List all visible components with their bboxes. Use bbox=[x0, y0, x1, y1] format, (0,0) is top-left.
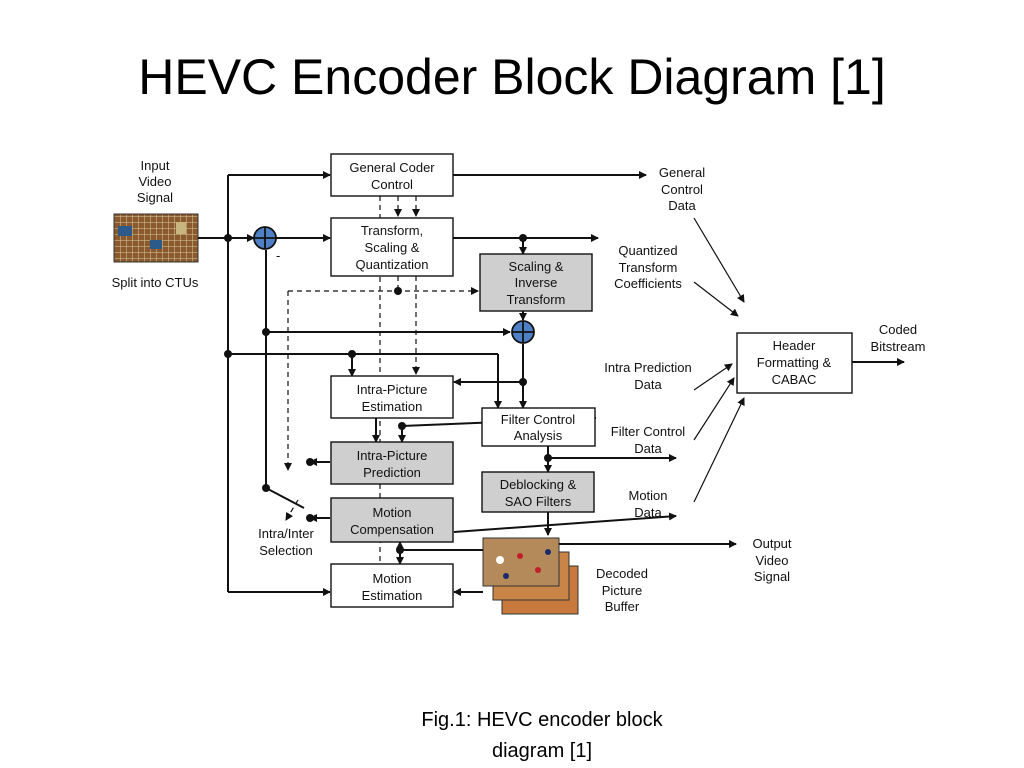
slide-title: HEVC Encoder Block Diagram [1] bbox=[138, 49, 886, 105]
label-intra-inter-selection: Intra/Inter Selection bbox=[258, 526, 314, 558]
signal-lines bbox=[198, 171, 905, 596]
svg-text:Buffer: Buffer bbox=[605, 599, 640, 614]
svg-text:Header: Header bbox=[773, 338, 816, 353]
svg-text:General: General bbox=[659, 165, 705, 180]
block-motion-estimation: Motion Estimation bbox=[330, 563, 454, 608]
junction-dots bbox=[224, 234, 552, 554]
svg-text:Signal: Signal bbox=[754, 569, 790, 584]
svg-text:Data: Data bbox=[634, 441, 662, 456]
svg-text:Intra Prediction: Intra Prediction bbox=[604, 360, 691, 375]
label-split-into-ctus: Split into CTUs bbox=[112, 275, 199, 290]
svg-text:Intra-Picture: Intra-Picture bbox=[357, 448, 428, 463]
input-video-picture bbox=[113, 213, 199, 263]
svg-text:Coded: Coded bbox=[879, 322, 917, 337]
svg-text:Input: Input bbox=[141, 158, 170, 173]
svg-text:SAO Filters: SAO Filters bbox=[505, 494, 572, 509]
block-filter-control-analysis: Filter Control Analysis bbox=[481, 407, 596, 447]
svg-text:Bitstream: Bitstream bbox=[871, 339, 926, 354]
svg-text:Deblocking &: Deblocking & bbox=[500, 477, 577, 492]
svg-text:Inverse: Inverse bbox=[515, 275, 558, 290]
svg-text:Scaling &: Scaling & bbox=[365, 240, 420, 255]
svg-text:General Coder: General Coder bbox=[349, 160, 435, 175]
svg-text:Quantized: Quantized bbox=[618, 243, 677, 258]
label-input-video-signal: Input Video Signal bbox=[137, 158, 173, 205]
svg-text:Compensation: Compensation bbox=[350, 522, 434, 537]
svg-text:Prediction: Prediction bbox=[363, 465, 421, 480]
label-motion-data: Motion Data bbox=[628, 488, 667, 520]
block-motion-compensation: Motion Compensation bbox=[330, 497, 454, 543]
block-intra-picture-estimation: Intra-Picture Estimation bbox=[330, 375, 454, 419]
summation-node-reconstruction bbox=[511, 320, 535, 344]
block-transform-scaling-quantization: Transform, Scaling & Quantization bbox=[330, 217, 454, 277]
figure-caption: Fig.1: HEVC encoder block diagram [1] bbox=[362, 705, 722, 767]
svg-text:Transform: Transform bbox=[507, 292, 566, 307]
svg-text:Formatting &: Formatting & bbox=[757, 355, 832, 370]
block-header-formatting-cabac: Header Formatting & CABAC bbox=[736, 332, 853, 394]
label-decoded-picture-buffer: Decoded Picture Buffer bbox=[596, 566, 648, 614]
svg-text:CABAC: CABAC bbox=[772, 372, 817, 387]
svg-text:Quantization: Quantization bbox=[356, 257, 429, 272]
svg-text:Selection: Selection bbox=[259, 543, 312, 558]
block-deblocking-sao-filters: Deblocking & SAO Filters bbox=[481, 471, 595, 513]
svg-text:Filter Control: Filter Control bbox=[611, 424, 686, 439]
svg-text:Intra-Picture: Intra-Picture bbox=[357, 382, 428, 397]
data-to-header-arrows bbox=[693, 217, 745, 503]
svg-text:Picture: Picture bbox=[602, 583, 642, 598]
svg-text:Data: Data bbox=[634, 505, 662, 520]
label-intra-prediction-data: Intra Prediction Data bbox=[604, 360, 691, 392]
figure-caption-line-2: diagram [1] bbox=[491, 740, 593, 762]
svg-text:Motion: Motion bbox=[628, 488, 667, 503]
svg-text:Estimation: Estimation bbox=[362, 588, 423, 603]
svg-text:Control: Control bbox=[371, 177, 413, 192]
svg-text:Motion: Motion bbox=[372, 571, 411, 586]
label-coded-bitstream: Coded Bitstream bbox=[871, 322, 926, 354]
figure-caption-line-1: Fig.1: HEVC encoder block bbox=[421, 709, 663, 731]
svg-text:Signal: Signal bbox=[137, 190, 173, 205]
svg-text:Control: Control bbox=[661, 182, 703, 197]
svg-text:Estimation: Estimation bbox=[362, 399, 423, 414]
svg-text:Coefficients: Coefficients bbox=[614, 276, 682, 291]
label-quantized-transform-coefficients: Quantized Transform Coefficients bbox=[614, 243, 682, 291]
block-intra-picture-prediction: Intra-Picture Prediction bbox=[330, 441, 454, 485]
label-filter-control-data: Filter Control Data bbox=[611, 424, 686, 456]
svg-text:Decoded: Decoded bbox=[596, 566, 648, 581]
svg-text:Scaling &: Scaling & bbox=[509, 259, 564, 274]
label-general-control-data: General Control Data bbox=[659, 165, 705, 213]
label-output-video-signal: Output Video Signal bbox=[752, 536, 791, 584]
svg-text:Transform,: Transform, bbox=[361, 223, 423, 238]
summation-node-residual bbox=[253, 226, 277, 250]
svg-text:Motion: Motion bbox=[372, 505, 411, 520]
svg-text:Analysis: Analysis bbox=[514, 428, 563, 443]
svg-text:Video: Video bbox=[755, 553, 788, 568]
svg-text:Video: Video bbox=[138, 174, 171, 189]
svg-text:Data: Data bbox=[668, 198, 696, 213]
svg-text:Intra/Inter: Intra/Inter bbox=[258, 526, 314, 541]
svg-text:Data: Data bbox=[634, 377, 662, 392]
block-general-coder-control: General Coder Control bbox=[330, 153, 454, 197]
label-minus-sign: - bbox=[276, 248, 280, 263]
svg-text:Output: Output bbox=[752, 536, 791, 551]
block-scaling-inverse-transform: Scaling & Inverse Transform bbox=[479, 253, 593, 312]
svg-text:Filter Control: Filter Control bbox=[501, 412, 576, 427]
svg-text:Transform: Transform bbox=[619, 260, 678, 275]
decoded-picture-buffer-frames bbox=[482, 537, 579, 615]
